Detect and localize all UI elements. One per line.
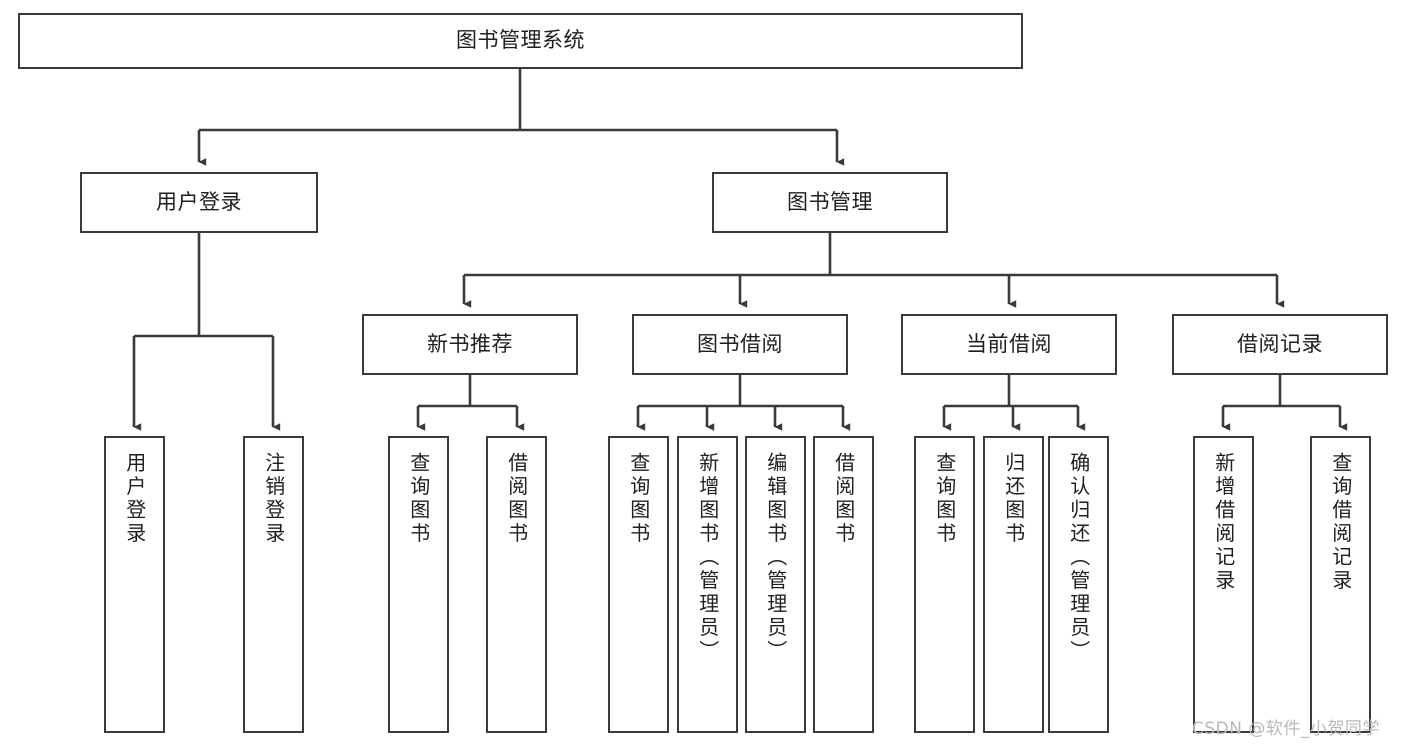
node-label: 图书借阅 <box>697 331 783 356</box>
leaf-user-login-logout[interactable]: 注销登录 <box>243 436 304 733</box>
node-label: 查询借阅记录 <box>1328 452 1353 593</box>
node-borrow-record[interactable]: 借阅记录 <box>1172 314 1388 375</box>
node-current-borrow[interactable]: 当前借阅 <box>901 314 1117 375</box>
node-label: 用户登录 <box>122 452 147 546</box>
node-label: 注销登录 <box>261 452 286 546</box>
leaf-borrow-record-add[interactable]: 新增借阅记录 <box>1193 436 1254 733</box>
leaf-current-borrow-return[interactable]: 归还图书 <box>983 436 1044 733</box>
node-label: 查询图书 <box>626 452 651 546</box>
node-new-book-recommend[interactable]: 新书推荐 <box>362 314 578 375</box>
leaf-book-borrow-query[interactable]: 查询图书 <box>608 436 669 733</box>
leaf-book-borrow-edit[interactable]: 编辑图书（管理员） <box>745 436 806 733</box>
node-label: 借阅记录 <box>1237 331 1323 356</box>
csdn-watermark: CSDN @软件_小贺同学 <box>1192 719 1380 739</box>
node-label: 新增借阅记录 <box>1211 452 1236 593</box>
node-label: 新书推荐 <box>427 331 513 356</box>
node-label: 确认归还（管理员） <box>1066 452 1091 664</box>
node-book-management[interactable]: 图书管理 <box>712 172 948 233</box>
node-label: 查询图书 <box>406 452 431 546</box>
leaf-book-borrow-borrow[interactable]: 借阅图书 <box>813 436 874 733</box>
node-user-login[interactable]: 用户登录 <box>80 172 318 233</box>
leaf-current-borrow-query[interactable]: 查询图书 <box>914 436 975 733</box>
node-label: 当前借阅 <box>966 331 1052 356</box>
node-label: 借阅图书 <box>504 452 529 546</box>
leaf-new-book-borrow[interactable]: 借阅图书 <box>486 436 547 733</box>
node-root-system[interactable]: 图书管理系统 <box>18 13 1023 69</box>
node-label: 借阅图书 <box>831 452 856 546</box>
node-label: 归还图书 <box>1001 452 1026 546</box>
leaf-borrow-record-query[interactable]: 查询借阅记录 <box>1310 436 1371 733</box>
leaf-book-borrow-add[interactable]: 新增图书（管理员） <box>677 436 738 733</box>
node-label: 图书管理系统 <box>456 28 585 53</box>
node-book-borrow[interactable]: 图书借阅 <box>632 314 848 375</box>
node-label: 查询图书 <box>932 452 957 546</box>
leaf-current-borrow-confirm-return[interactable]: 确认归还（管理员） <box>1048 436 1109 733</box>
node-label: 编辑图书（管理员） <box>763 452 788 664</box>
node-label: 图书管理 <box>787 189 873 214</box>
node-label: 新增图书（管理员） <box>695 452 720 664</box>
leaf-user-login-login[interactable]: 用户登录 <box>104 436 165 733</box>
node-label: 用户登录 <box>156 189 242 214</box>
leaf-new-book-query[interactable]: 查询图书 <box>388 436 449 733</box>
